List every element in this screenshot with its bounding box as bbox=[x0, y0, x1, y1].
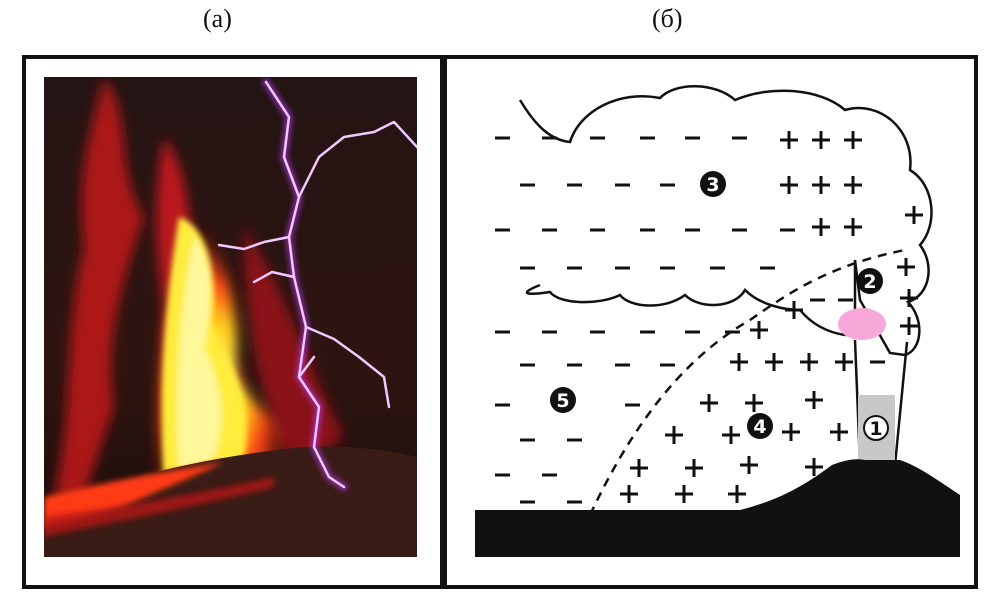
volcano-ground bbox=[475, 459, 960, 557]
eruption-cloud-outline bbox=[518, 85, 933, 357]
volcanic-lightning-photo bbox=[44, 77, 417, 557]
panel-b-caption: (б) bbox=[652, 4, 683, 33]
hot-spot bbox=[838, 308, 886, 340]
region-marker-3: 3 bbox=[700, 171, 726, 197]
panel-a-caption: (а) bbox=[203, 4, 232, 33]
region-marker-2: 2 bbox=[857, 268, 883, 294]
region-marker-4: 4 bbox=[747, 413, 773, 439]
svg-text:2: 2 bbox=[863, 271, 876, 293]
svg-text:5: 5 bbox=[556, 390, 569, 412]
negative-charges bbox=[495, 136, 885, 504]
region-marker-5: 5 bbox=[550, 387, 576, 413]
region-marker-1: 1 bbox=[863, 415, 889, 441]
positive-charges bbox=[620, 131, 923, 503]
panel-divider bbox=[440, 55, 447, 589]
svg-text:3: 3 bbox=[706, 174, 719, 196]
svg-text:1: 1 bbox=[869, 418, 882, 440]
lightning-bolt bbox=[217, 78, 417, 491]
svg-text:4: 4 bbox=[753, 416, 766, 438]
charge-boundary bbox=[588, 248, 906, 516]
charge-distribution-diagram: 1 2 3 4 5 bbox=[475, 85, 960, 557]
